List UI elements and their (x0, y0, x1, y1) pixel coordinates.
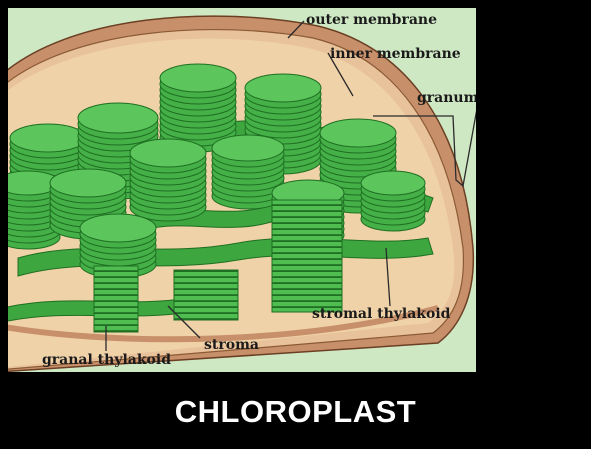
granum-stack (130, 139, 206, 221)
granal-thylakoid-cutaway (94, 266, 138, 332)
label-stroma: stroma (204, 337, 259, 353)
granal-thylakoid-cutaway (174, 270, 238, 320)
granal-thylakoid-cutaway (272, 200, 342, 312)
chloroplast-illustration: outer membrane inner membrane granum str… (8, 8, 476, 372)
label-inner-membrane: inner membrane (330, 46, 461, 62)
chloroplast-drawing: outer membrane inner membrane granum str… (8, 8, 476, 372)
diagram-title: CHLOROPLAST (0, 384, 591, 440)
label-stromal-thylakoid: stromal thylakoid (312, 306, 451, 322)
label-granal-thylakoid: granal thylakoid (42, 352, 171, 368)
granum-stack (361, 171, 425, 231)
label-granum: granum (417, 90, 476, 106)
label-outer-membrane: outer membrane (306, 12, 437, 28)
